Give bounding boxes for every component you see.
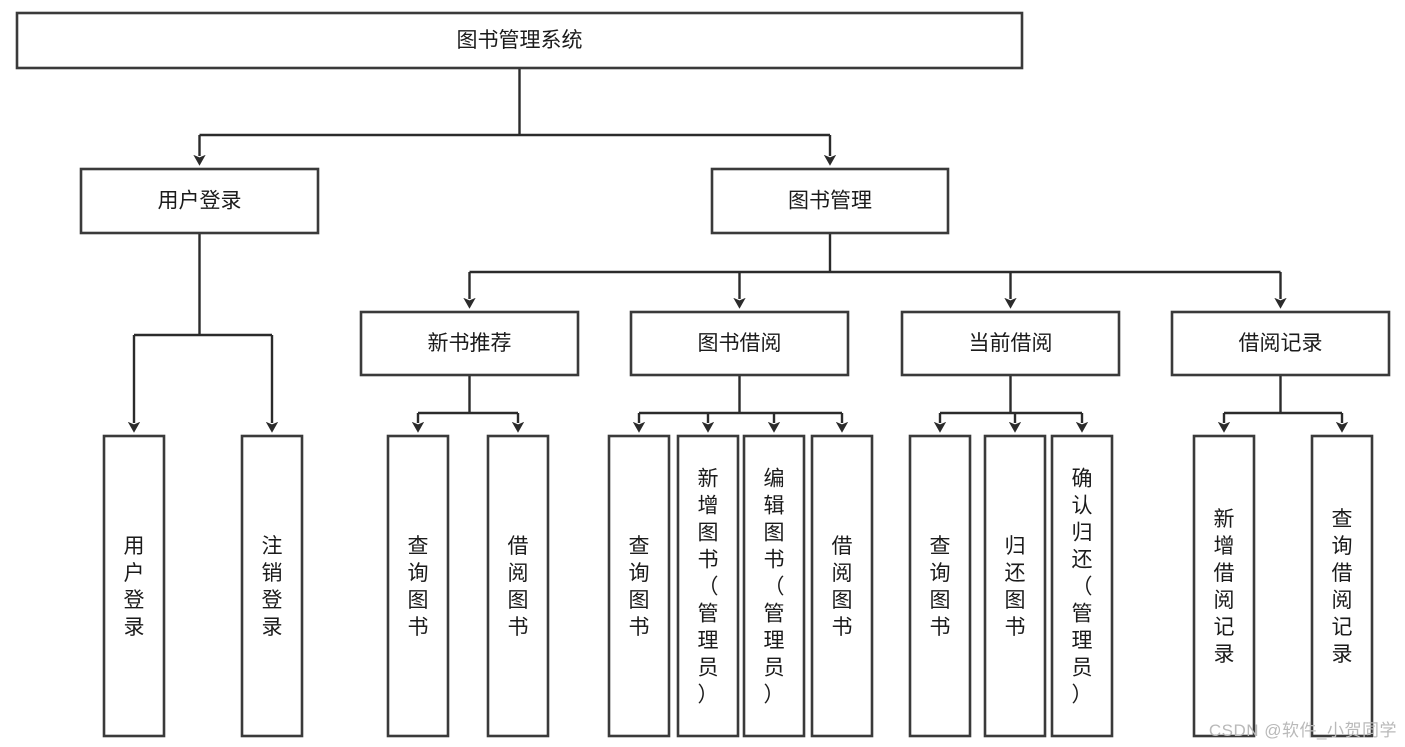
node-label-root: 图书管理系统 (457, 29, 583, 52)
node-layer: 图书管理系统用户登录图书管理新书推荐图书借阅当前借阅借阅记录用户登录注销登录查询… (15, 11, 1391, 738)
node-leaf-return-book[interactable]: 归还图书 (983, 434, 1047, 738)
node-label-new-book-recommend: 新书推荐 (428, 332, 512, 355)
node-label-book-manage: 图书管理 (788, 190, 872, 213)
node-label-current-borrow: 当前借阅 (969, 332, 1053, 355)
node-leaf-query-borrow-record[interactable]: 查询借阅记录 (1310, 434, 1374, 738)
node-label-leaf-confirm-return-admin: 确认归还（管理员） (1072, 468, 1093, 707)
node-box-leaf-query-book-1[interactable] (386, 434, 450, 738)
node-box-borrow-record[interactable] (1170, 310, 1391, 377)
node-root[interactable]: 图书管理系统 (15, 11, 1024, 70)
node-label-leaf-user-login: 用户登录 (124, 535, 145, 639)
node-leaf-borrow-book-1[interactable]: 借阅图书 (486, 434, 550, 738)
node-new-book-recommend[interactable]: 新书推荐 (359, 310, 580, 377)
node-leaf-query-book-1[interactable]: 查询图书 (386, 434, 450, 738)
node-box-root[interactable] (15, 11, 1024, 70)
node-box-user-login[interactable] (79, 167, 320, 235)
node-borrow-record[interactable]: 借阅记录 (1170, 310, 1391, 377)
node-box-book-manage[interactable] (710, 167, 950, 235)
node-box-leaf-edit-book-admin[interactable] (742, 434, 806, 738)
node-label-leaf-borrow-book-2: 借阅图书 (832, 535, 853, 639)
node-book-borrow[interactable]: 图书借阅 (629, 310, 850, 377)
node-label-leaf-edit-book-admin: 编辑图书（管理员） (764, 468, 785, 707)
node-label-leaf-query-book-2: 查询图书 (629, 535, 650, 639)
node-label-leaf-query-book-1: 查询图书 (408, 535, 429, 639)
node-box-book-borrow[interactable] (629, 310, 850, 377)
node-label-leaf-query-borrow-record: 查询借阅记录 (1332, 508, 1353, 666)
node-box-new-book-recommend[interactable] (359, 310, 580, 377)
node-leaf-user-login[interactable]: 用户登录 (102, 434, 166, 738)
node-leaf-confirm-return-admin[interactable]: 确认归还（管理员） (1050, 434, 1114, 738)
node-box-leaf-borrow-book-2[interactable] (810, 434, 874, 738)
node-label-leaf-borrow-book-1: 借阅图书 (508, 535, 529, 639)
node-box-current-borrow[interactable] (900, 310, 1121, 377)
node-leaf-add-borrow-record[interactable]: 新增借阅记录 (1192, 434, 1256, 738)
node-leaf-add-book-admin[interactable]: 新增图书（管理员） (676, 434, 740, 738)
node-leaf-edit-book-admin[interactable]: 编辑图书（管理员） (742, 434, 806, 738)
node-box-leaf-user-logout[interactable] (240, 434, 304, 738)
node-label-leaf-add-borrow-record: 新增借阅记录 (1214, 508, 1235, 666)
node-label-user-login: 用户登录 (158, 190, 242, 213)
node-label-leaf-add-book-admin: 新增图书（管理员） (698, 468, 719, 707)
node-label-borrow-record: 借阅记录 (1239, 332, 1323, 355)
node-label-book-borrow: 图书借阅 (698, 332, 782, 355)
node-box-leaf-query-borrow-record[interactable] (1310, 434, 1374, 738)
node-box-leaf-user-login[interactable] (102, 434, 166, 738)
node-box-leaf-borrow-book-1[interactable] (486, 434, 550, 738)
node-label-leaf-query-book-3: 查询图书 (930, 535, 951, 639)
connector-layer (127, 68, 1349, 433)
node-leaf-query-book-3[interactable]: 查询图书 (908, 434, 972, 738)
node-box-leaf-confirm-return-admin[interactable] (1050, 434, 1114, 738)
node-leaf-query-book-2[interactable]: 查询图书 (607, 434, 671, 738)
node-leaf-borrow-book-2[interactable]: 借阅图书 (810, 434, 874, 738)
node-book-manage[interactable]: 图书管理 (710, 167, 950, 235)
node-label-leaf-return-book: 归还图书 (1005, 535, 1026, 639)
csdn-watermark: CSDN @软件_小贺同学 (1208, 721, 1397, 740)
node-user-login[interactable]: 用户登录 (79, 167, 320, 235)
node-box-leaf-add-book-admin[interactable] (676, 434, 740, 738)
node-leaf-user-logout[interactable]: 注销登录 (240, 434, 304, 738)
node-box-leaf-query-book-3[interactable] (908, 434, 972, 738)
node-current-borrow[interactable]: 当前借阅 (900, 310, 1121, 377)
node-box-leaf-return-book[interactable] (983, 434, 1047, 738)
node-box-leaf-query-book-2[interactable] (607, 434, 671, 738)
node-box-leaf-add-borrow-record[interactable] (1192, 434, 1256, 738)
node-label-leaf-user-logout: 注销登录 (262, 535, 283, 639)
